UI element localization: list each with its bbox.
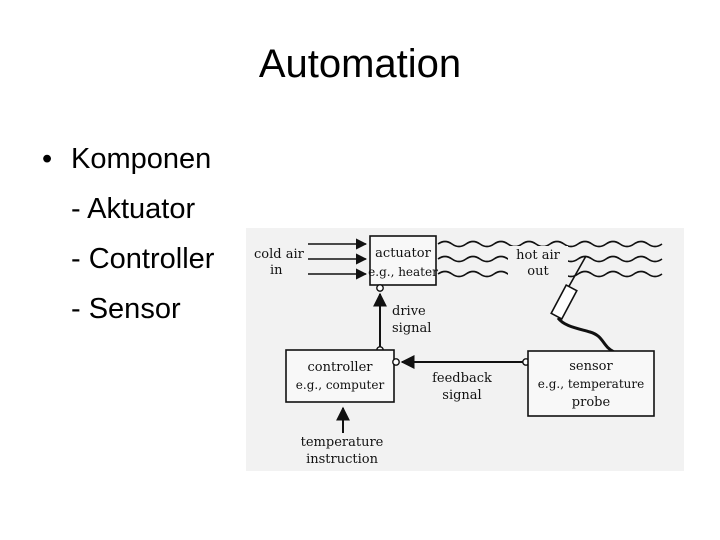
sub-item-controller: - Controller (71, 243, 215, 275)
actuator-example-label: e.g., heater (368, 265, 438, 279)
bullet-list: • Komponen - Aktuator - Controller - Sens… (42, 134, 214, 334)
sensor-label: sensor (569, 359, 613, 374)
temperature-probe-icon (550, 255, 615, 354)
feedback-label: feedback (432, 371, 492, 386)
feedback-signal-label: signal (442, 388, 481, 403)
actuator-label: actuator (375, 246, 431, 261)
sensor-probe-label: probe (572, 395, 611, 410)
temperature-label: temperature (301, 435, 384, 450)
bullet-item-komponen: • Komponen (42, 134, 214, 184)
drive-label: drive (392, 304, 426, 319)
hot-air-label-bg (508, 246, 568, 282)
controller-right-node (392, 358, 400, 366)
temperature-instruction-label: instruction (306, 452, 379, 467)
bullet-label: Komponen (71, 143, 212, 175)
drive-signal-label: signal (392, 321, 431, 336)
hot-air-label: hot air (516, 248, 560, 263)
cold-air-input-arrows (308, 238, 368, 280)
actuator-connector-node (376, 284, 384, 292)
actuator-box (369, 235, 437, 286)
sub-item-sensor: - Sensor (71, 293, 181, 325)
cold-air-label: cold air (254, 247, 305, 262)
controller-example-label: e.g., computer (296, 378, 385, 392)
sensor-box (527, 350, 655, 417)
controller-box (285, 349, 395, 403)
sensor-example-label: e.g., temperature (538, 377, 644, 391)
cold-air-in-label: in (270, 263, 283, 278)
hot-air-out-label: out (527, 264, 549, 279)
bullet-icon: • (42, 143, 53, 175)
sub-item-aktuator: - Aktuator (71, 193, 196, 225)
automation-diagram: cold air in actuator e.g., heater hot ai… (246, 228, 684, 471)
slide-title: Automation (258, 42, 462, 86)
controller-label: controller (308, 360, 374, 375)
